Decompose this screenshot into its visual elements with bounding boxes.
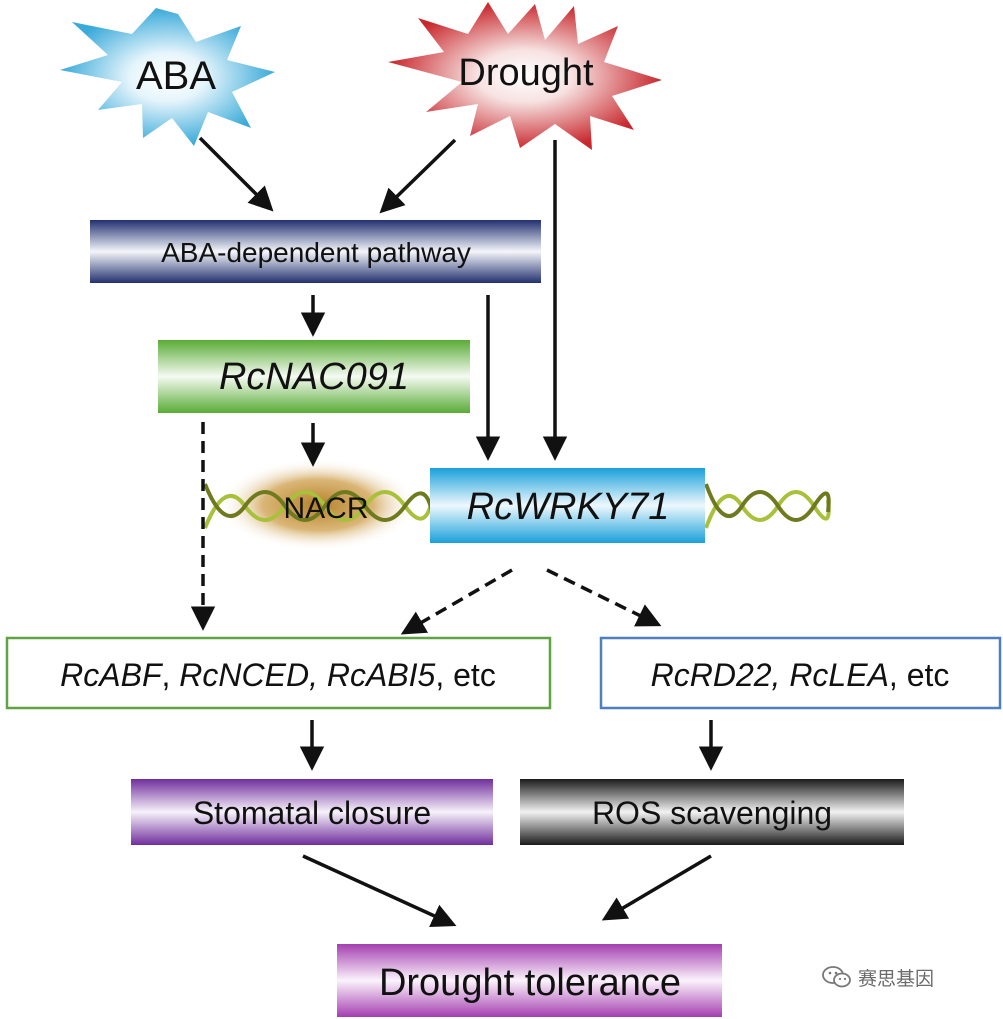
left-target-genes-label: RcABF, RcNCED, RcABI5, etc	[60, 657, 496, 693]
drought-tolerance-label: Drought tolerance	[379, 962, 681, 1004]
stomatal-closure-label: Stomatal closure	[193, 795, 431, 831]
drought-stimulus: Drought	[388, 2, 662, 150]
left-sep-2	[318, 657, 327, 693]
dna-strand-left-b	[203, 483, 434, 522]
rcnac091-box: RcNAC091	[158, 340, 470, 413]
right-target-genes-frame	[599, 636, 1002, 710]
stomatal-closure-box: Stomatal closure	[131, 779, 493, 845]
ros-scavenging-label: ROS scavenging	[592, 795, 832, 831]
dna-helix: NACR	[203, 459, 831, 551]
ros-scavenging-box: ROS scavenging	[520, 779, 904, 845]
aba-label: ABA	[136, 54, 216, 98]
nacr-label: NACR	[283, 492, 368, 525]
aba-burst-shape	[60, 8, 275, 146]
drought-burst-shape	[388, 2, 662, 150]
left-target-genes-box: RcABF, RcNCED, RcABI5, etc	[5, 636, 552, 710]
rcwrky71-label: RcWRKY71	[467, 486, 670, 528]
right-sep-1	[780, 657, 789, 693]
rcabf-gene: RcABF	[60, 657, 164, 693]
aba-pathway-label: ABA-dependent pathway	[161, 237, 471, 268]
aba-pathway-box: ABA-dependent pathway	[90, 220, 541, 283]
drought-tolerance-box: Drought tolerance	[337, 944, 722, 1017]
nacr-glow	[218, 459, 418, 551]
rcrd22-gene: RcRD22,	[651, 657, 781, 693]
rcwrky71-box: RcWRKY71	[430, 468, 705, 543]
drought-tolerance-bar	[337, 944, 722, 1017]
wechat-icon	[822, 966, 851, 988]
rcnac091-label: RcNAC091	[219, 356, 409, 398]
left-target-genes-frame	[5, 636, 552, 710]
rcabi5-gene: RcABI5	[327, 657, 436, 693]
watermark: 赛思基因	[822, 962, 1002, 992]
drought-label: Drought	[458, 52, 594, 94]
watermark-text: 赛思基因	[858, 967, 935, 990]
right-etc: , etc	[889, 657, 949, 693]
rcnced-gene: RcNCED,	[179, 657, 318, 693]
aba-stimulus: ABA	[60, 8, 275, 146]
arrow-ros-to-tolerance	[601, 854, 712, 921]
left-sep-1: ,	[162, 657, 180, 693]
arrow-aba-to-pathway	[198, 136, 274, 212]
arrows	[190, 136, 724, 928]
arrow-rcwrky71-to-right-targets	[546, 568, 662, 627]
right-target-genes-label: RcRD22, RcLEA, etc	[651, 657, 950, 693]
aba-pathway-bar	[90, 220, 541, 283]
left-etc: , etc	[435, 657, 495, 693]
arrow-drought-to-pathway	[379, 138, 457, 214]
ros-scavenging-bar	[520, 779, 904, 845]
dna-strand-right-b	[704, 483, 831, 522]
rclea-gene: RcLEA	[789, 657, 889, 693]
stomatal-closure-bar	[131, 779, 493, 845]
arrow-rcwrky71-to-left-targets	[400, 568, 513, 635]
right-target-genes-box: RcRD22, RcLEA, etc	[599, 636, 1002, 710]
arrow-stomatal-to-tolerance	[302, 854, 457, 928]
rcwrky71-bar	[430, 468, 705, 543]
rcnac091-bar	[158, 340, 470, 413]
